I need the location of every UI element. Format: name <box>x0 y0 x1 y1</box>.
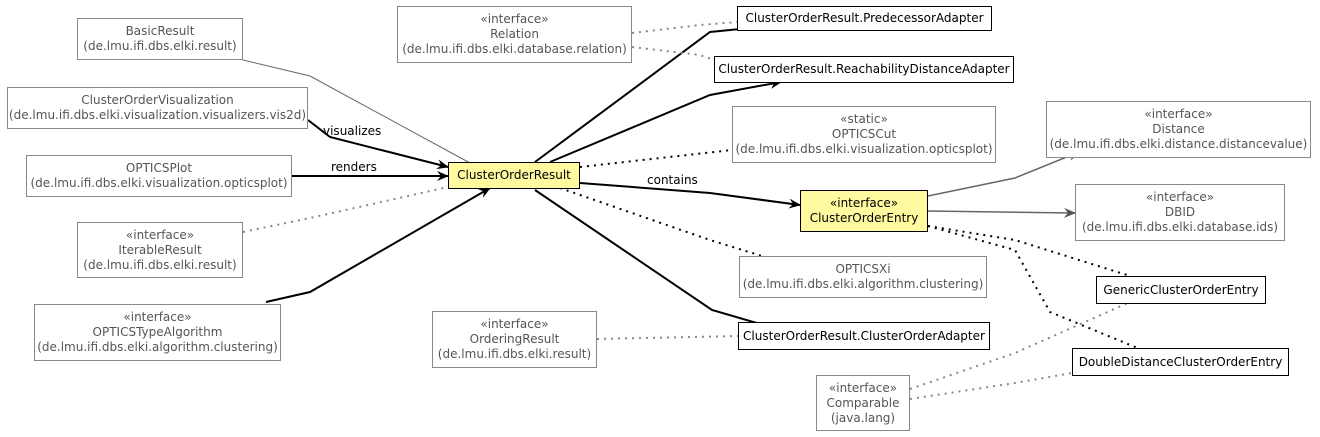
node-stereotype: «interface» <box>828 380 898 395</box>
node-stereotype: «interface» <box>1144 107 1213 121</box>
edge-orderingresult-dotted <box>596 335 739 340</box>
node-name: ClusterOrderResult.ClusterOrderAdapter <box>743 328 985 343</box>
edge-entry-to-dbid <box>927 207 1076 218</box>
node-genericclusterorderentry[interactable]: GenericClusterOrderEntry <box>1096 276 1266 304</box>
node-opticsplot[interactable]: OPTICSPlot (de.lmu.ifi.dbs.elki.visualiz… <box>26 155 292 197</box>
node-stereotype: «interface» <box>1145 190 1215 204</box>
edge-iterableresult-dotted <box>242 186 449 233</box>
edge-visualizes <box>307 119 449 170</box>
node-name: ClusterOrderEntry <box>809 211 919 225</box>
node-package: (de.lmu.ifi.dbs.elki.visualization.optic… <box>735 142 993 156</box>
edge-relation-predecessor-dotted <box>631 21 738 34</box>
node-name: OPTICSTypeAlgorithm <box>92 325 223 339</box>
node-stereotype: «interface» <box>123 310 192 324</box>
node-comparable[interactable]: «interface» Comparable (java.lang) <box>816 375 910 431</box>
node-doubledistanceclusterorderentry[interactable]: DoubleDistanceClusterOrderEntry <box>1072 348 1289 376</box>
edge-contains <box>579 182 801 209</box>
edge-entry-to-distance <box>927 151 1080 197</box>
node-iterableresult[interactable]: «interface» IterableResult (de.lmu.ifi.d… <box>77 222 243 278</box>
node-package: (de.lmu.ifi.dbs.elki.result) <box>83 39 237 53</box>
node-name: DoubleDistanceClusterOrderEntry <box>1078 354 1283 369</box>
node-opticscut[interactable]: «static» OPTICSCut (de.lmu.ifi.dbs.elki.… <box>732 106 996 163</box>
node-name: IterableResult <box>118 242 202 257</box>
node-package: (de.lmu.ifi.dbs.elki.database.relation) <box>402 42 627 56</box>
node-stereotype: «interface» <box>829 196 899 210</box>
node-stereotype: «interface» <box>480 12 549 26</box>
edge-entry-to-generic-dotted <box>927 225 1128 276</box>
edge-opticstypealgorithm <box>265 187 491 303</box>
node-package: (de.lmu.ifi.dbs.elki.distance.distanceva… <box>1049 137 1308 151</box>
node-reachabilitydistanceadapter[interactable]: ClusterOrderResult.ReachabilityDistanceA… <box>714 56 1014 83</box>
node-package: (de.lmu.ifi.dbs.elki.algorithm.clusterin… <box>742 277 984 291</box>
node-opticsxi[interactable]: OPTICSXi (de.lmu.ifi.dbs.elki.algorithm.… <box>739 256 987 298</box>
node-package: (java.lang) <box>830 410 896 425</box>
node-name: ClusterOrderResult.ReachabilityDistanceA… <box>718 62 1010 76</box>
node-name: Comparable <box>826 395 900 410</box>
edge-basicresult-to-clusterorderresult <box>242 59 471 164</box>
node-relation[interactable]: «interface» Relation (de.lmu.ifi.dbs.elk… <box>397 6 632 63</box>
edge-label-contains: contains <box>647 173 698 187</box>
node-package: (de.lmu.ifi.dbs.elki.visualization.optic… <box>30 176 288 190</box>
node-clusterorderadapter[interactable]: ClusterOrderResult.ClusterOrderAdapter <box>738 322 990 350</box>
edge-label-renders: renders <box>331 160 377 174</box>
node-package: (de.lmu.ifi.dbs.elki.database.ids) <box>1081 220 1279 234</box>
node-name: GenericClusterOrderEntry <box>1103 282 1259 297</box>
node-dbid[interactable]: «interface» DBID (de.lmu.ifi.dbs.elki.da… <box>1075 184 1285 241</box>
node-stereotype: «interface» <box>125 227 195 242</box>
node-stereotype: «static» <box>840 112 888 126</box>
edge-to-reachabilityadapter <box>549 79 782 163</box>
node-name: ClusterOrderVisualization <box>81 93 234 107</box>
node-package: (de.lmu.ifi.dbs.elki.result) <box>83 257 237 272</box>
edge-entry-to-double-dotted <box>927 225 1141 350</box>
node-clusterorderresult[interactable]: ClusterOrderResult <box>448 162 580 189</box>
node-opticstypealgorithm[interactable]: «interface» OPTICSTypeAlgorithm (de.lmu.… <box>34 304 281 361</box>
node-name: OPTICSCut <box>831 127 897 141</box>
edge-to-opticscut-dotted <box>579 149 733 168</box>
node-name: OrderingResult <box>469 332 560 346</box>
edge-comparable-to-double-dotted <box>909 372 1073 400</box>
node-clusterorderentry[interactable]: «interface» ClusterOrderEntry <box>800 190 928 232</box>
node-distance[interactable]: «interface» Distance (de.lmu.ifi.dbs.elk… <box>1046 101 1311 158</box>
node-name: Relation <box>490 27 539 41</box>
node-stereotype: «interface» <box>480 317 549 331</box>
edge-relation-reachability-dotted <box>631 46 715 61</box>
node-name: ClusterOrderResult.PredecessorAdapter <box>745 11 984 25</box>
node-basicresult[interactable]: BasicResult (de.lmu.ifi.dbs.elki.result) <box>77 18 243 60</box>
node-name: ClusterOrderResult <box>457 168 571 182</box>
edge-comparable-to-generic-dotted <box>909 301 1131 390</box>
node-name: DBID <box>1164 205 1196 219</box>
edge-label-visualizes: visualizes <box>323 124 382 138</box>
node-predecessoradapter[interactable]: ClusterOrderResult.PredecessorAdapter <box>737 6 992 31</box>
node-name: OPTICSPlot <box>125 161 193 175</box>
node-clusterordervisualization[interactable]: ClusterOrderVisualization (de.lmu.ifi.db… <box>7 87 308 129</box>
node-package: (de.lmu.ifi.dbs.elki.algorithm.clusterin… <box>37 340 278 354</box>
node-name: BasicResult <box>125 24 195 38</box>
node-package: (de.lmu.ifi.dbs.elki.visualization.visua… <box>8 108 307 122</box>
node-name: OPTICSXi <box>835 262 891 276</box>
node-name: Distance <box>1152 122 1205 136</box>
edge-to-opticsxi-dotted <box>559 187 763 257</box>
node-orderingresult[interactable]: «interface» OrderingResult (de.lmu.ifi.d… <box>432 311 597 368</box>
node-package: (de.lmu.ifi.dbs.elki.result) <box>437 347 592 361</box>
